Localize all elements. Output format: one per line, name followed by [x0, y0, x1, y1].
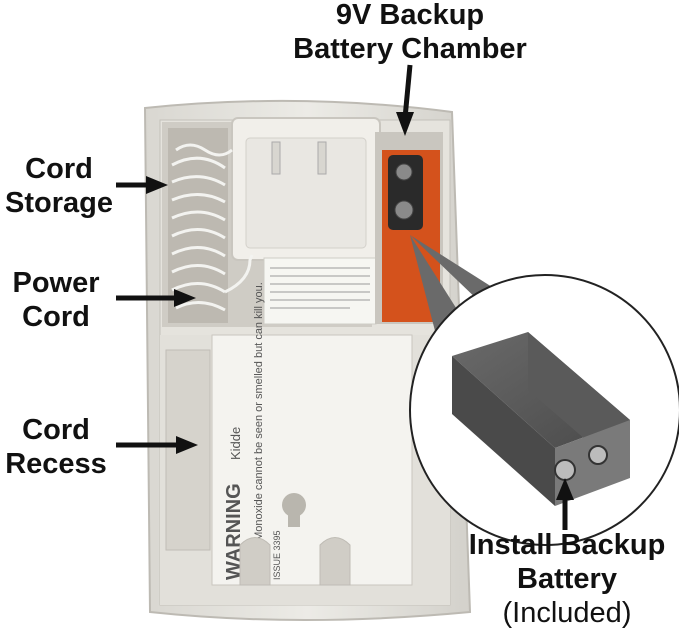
warning-body-text: Carbon Monoxide cannot be seen or smelle…: [253, 282, 265, 580]
plug-module: [231, 117, 381, 261]
callout-power-cord: Power Cord: [2, 266, 110, 334]
callout-cord-recess-line2: Recess: [5, 448, 107, 480]
callout-cord-storage-line2: Storage: [5, 187, 113, 219]
callout-power-cord-line1: Power: [12, 267, 100, 299]
callout-battery-chamber: 9V Backup Battery Chamber: [265, 0, 555, 66]
callout-power-cord-line2: Cord: [22, 301, 90, 333]
mounting-tabs: [239, 537, 351, 586]
callout-battery-chamber-line2: Battery Chamber: [293, 33, 527, 65]
plug-label-sticker: [263, 257, 377, 325]
battery-9v-graphic: [452, 332, 630, 506]
callout-battery-chamber-line1: 9V Backup: [335, 0, 485, 31]
callout-cord-storage: Cord Storage: [0, 152, 118, 220]
issue-text: ISSUE 3395: [272, 530, 282, 580]
callout-install-battery-line3: (Included): [502, 597, 632, 629]
keyhole-mount: [282, 493, 306, 527]
callout-cord-recess: Cord Recess: [0, 413, 112, 481]
callout-install-battery-line1: Install Backup: [468, 529, 666, 561]
callout-install-battery-line2: Battery: [517, 563, 617, 595]
callout-cord-storage-line1: Cord: [25, 153, 93, 185]
lower-compartment: [160, 334, 450, 605]
warning-label: WARNING Kidde Carbon Monoxide cannot be …: [223, 282, 282, 580]
callout-cord-recess-line1: Cord: [22, 414, 90, 446]
coiled-power-cord: [171, 143, 254, 312]
callout-arrows: [116, 64, 574, 530]
brand-text: Kidde: [228, 427, 243, 460]
zoom-bubble: [409, 235, 679, 546]
callout-install-battery: Install Backup Battery (Included): [462, 528, 672, 630]
